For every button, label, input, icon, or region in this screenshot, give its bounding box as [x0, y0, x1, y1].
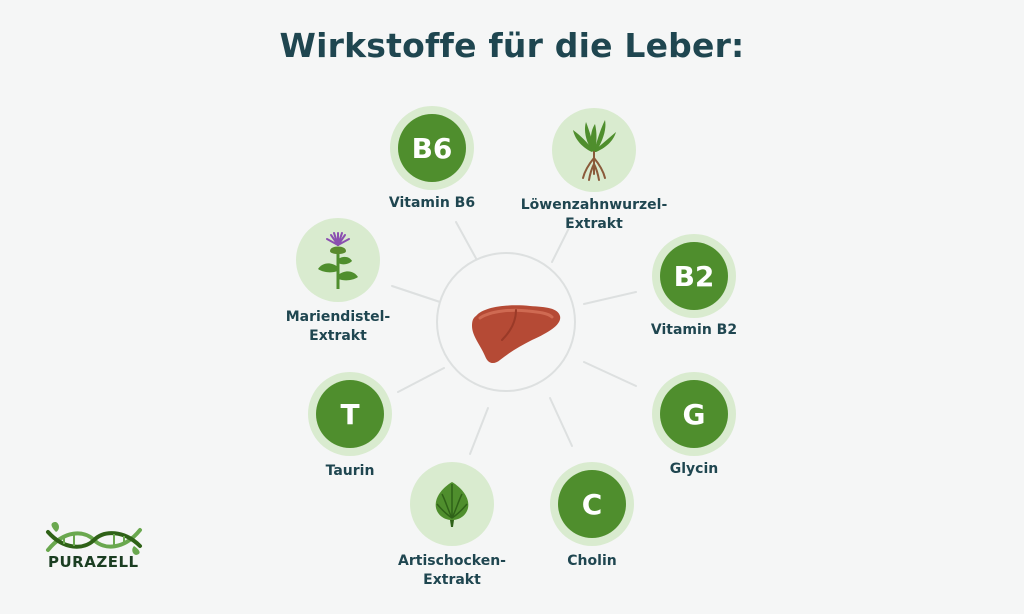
- label-taurin: Taurin: [325, 463, 375, 479]
- symbol-g: G: [660, 380, 728, 448]
- page-title: Wirkstoffe für die Leber:: [279, 26, 745, 65]
- label-artischocke-line1: Artischocken-: [398, 553, 506, 569]
- label-loewenzahn: Löwenzahnwurzel- Extrakt: [514, 196, 674, 234]
- milk-thistle-icon: [318, 232, 358, 289]
- label-glycin: Glycin: [669, 461, 719, 477]
- label-mariendistel-line2: Extrakt: [309, 328, 367, 344]
- connector-vitamin-b2: [583, 291, 637, 305]
- label-loewenzahn-line1: Löwenzahnwurzel-: [520, 197, 668, 213]
- dna-leaf-logo-icon: [46, 522, 142, 555]
- label-vitamin-b6: Vitamin B6: [388, 195, 476, 211]
- label-mariendistel-line1: Mariendistel-: [285, 309, 391, 325]
- connector-cholin: [549, 397, 573, 447]
- symbol-b6: B6: [398, 114, 466, 182]
- connector-artischocke: [469, 407, 489, 455]
- symbol-b2: B2: [660, 242, 728, 310]
- connector-loewenzahn: [551, 225, 571, 263]
- label-vitamin-b2: Vitamin B2: [650, 322, 738, 338]
- connector-glycin: [583, 361, 637, 387]
- dandelion-root-icon: [573, 120, 616, 181]
- logo-text: PURAZELL: [48, 553, 139, 571]
- artichoke-icon: [435, 482, 469, 527]
- label-artischocke: Artischocken- Extrakt: [372, 552, 532, 590]
- label-loewenzahn-line2: Extrakt: [565, 216, 623, 232]
- label-cholin: Cholin: [567, 553, 617, 569]
- symbol-t: T: [316, 380, 384, 448]
- liver-icon: [472, 305, 561, 364]
- connector-vitamin-b6: [455, 221, 479, 263]
- label-mariendistel: Mariendistel- Extrakt: [258, 308, 418, 346]
- connector-mariendistel: [391, 285, 441, 303]
- symbol-c: C: [558, 470, 626, 538]
- label-artischocke-line2: Extrakt: [423, 572, 481, 588]
- connector-taurin: [397, 367, 445, 393]
